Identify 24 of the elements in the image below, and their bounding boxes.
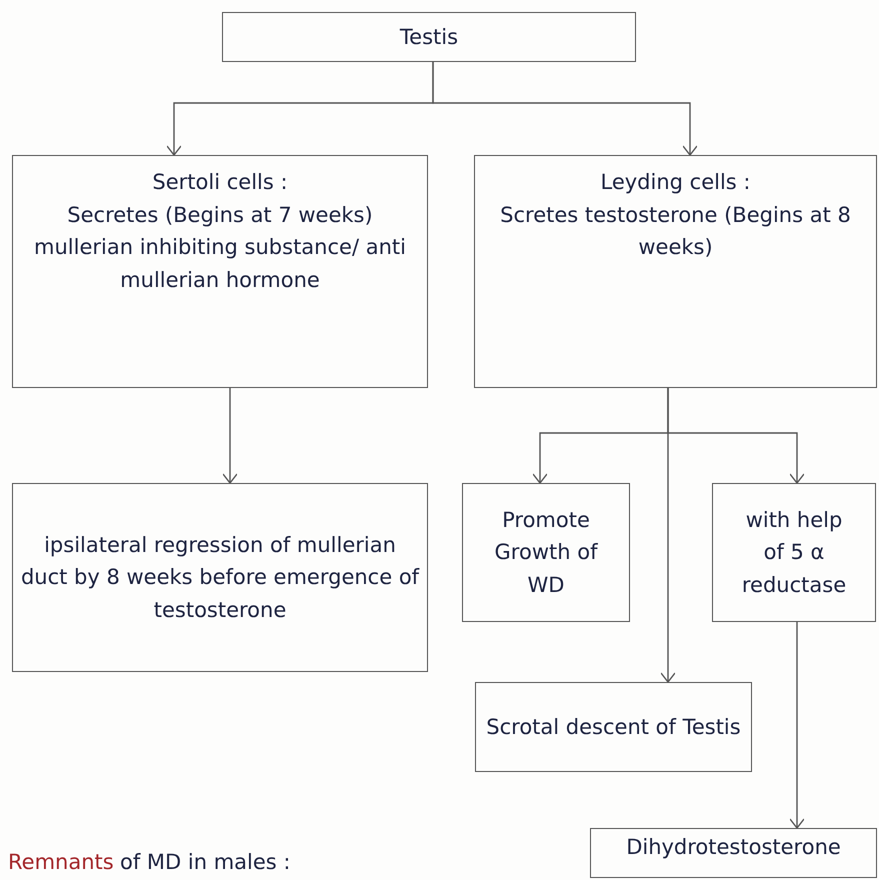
box-text: Promote Growth of WD (494, 506, 599, 599)
arrow (660, 388, 676, 683)
box-text: Scrotal descent of Testis (486, 714, 741, 741)
process-box (462, 483, 630, 622)
box-heading: Sertoli cells : (152, 169, 288, 196)
box-text: ipsilateral regression of mullerian duct by 8 weeks before emergence of testosterone (20, 532, 420, 624)
note-text: of MD in males : (120, 850, 290, 874)
arrow (222, 388, 238, 484)
arrow (789, 622, 805, 829)
box-text: Testis (400, 24, 458, 51)
box-heading: Leyding cells : (600, 169, 750, 196)
process-box (12, 483, 428, 672)
box-text: Secretes (Begins at 7 weeks) mullerian inhibiting substance/ anti mullerian hormone (33, 202, 407, 294)
process-box (12, 155, 428, 388)
process-box (712, 483, 876, 622)
process-box (475, 682, 752, 772)
process-box (590, 828, 877, 878)
note-text: Remnants (8, 850, 114, 874)
box-text: Scretes testosterone (Begins at 8 weeks) (499, 202, 852, 262)
process-box (222, 12, 636, 62)
process-box (474, 155, 877, 388)
arrow (432, 62, 698, 156)
box-text: with help of 5 α reductase (740, 506, 848, 599)
box-text: Dihydrotestosterone (626, 834, 841, 861)
